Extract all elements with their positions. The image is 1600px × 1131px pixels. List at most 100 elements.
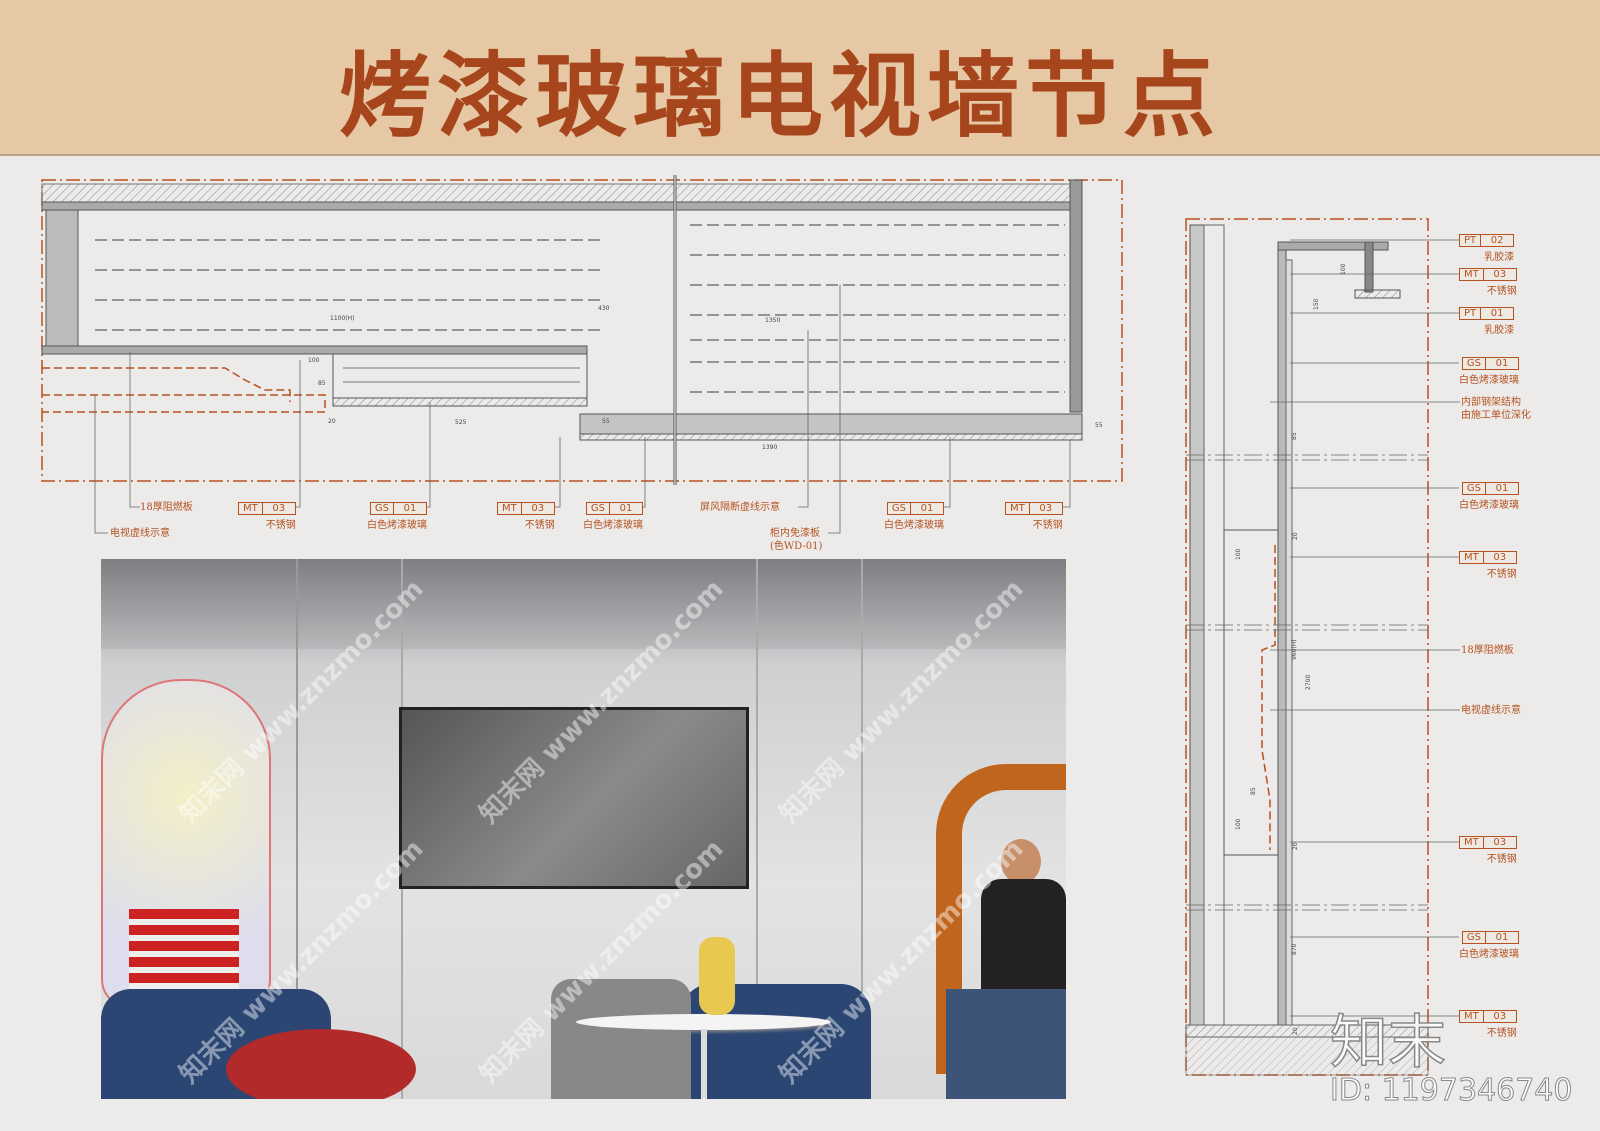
material-caption: 白色烤漆玻璃 <box>367 520 427 531</box>
material-caption: 不锈钢 <box>265 520 296 531</box>
dimension-label: 100 <box>1235 818 1242 830</box>
material-code: MT <box>1460 837 1484 848</box>
dimension-label: 2700 <box>1305 675 1312 690</box>
note-text-line2: 由施工单位深化 <box>1461 410 1531 421</box>
annotation-note: 内部钢架结构由施工单位深化 <box>1461 396 1531 422</box>
material-code: PT <box>1460 235 1482 246</box>
dimension-label: 55 <box>1095 422 1103 429</box>
page-title: 烤漆玻璃电视墙节点 <box>338 42 1221 150</box>
material-tag: MT 03 不锈钢 <box>1459 268 1517 297</box>
rendering-photo <box>101 559 1066 1099</box>
material-caption: 乳胶漆 <box>1484 325 1515 336</box>
material-code: GS <box>888 503 911 514</box>
material-number: 02 <box>1490 235 1504 246</box>
material-tag: MT 03 不锈钢 <box>1459 836 1517 865</box>
dimension-label: 85 <box>1250 787 1257 795</box>
note-text: 屏风隔断虚线示意 <box>700 502 780 513</box>
material-code: PT <box>1460 308 1482 319</box>
note-subtext: (色WD-01) <box>770 541 823 552</box>
material-code: MT <box>1460 269 1484 280</box>
note-text: 内部钢架结构 <box>1461 397 1521 408</box>
material-caption: 不锈钢 <box>1486 1028 1517 1039</box>
material-caption: 不锈钢 <box>1486 569 1517 580</box>
plan-boundary <box>41 179 1123 482</box>
material-code: GS <box>371 503 394 514</box>
annotation-note: 18厚阻燃板 <box>1461 644 1514 657</box>
annotation-note: 18厚阻燃板 <box>140 501 193 514</box>
material-tag: GS 01 白色烤漆玻璃 <box>1459 931 1519 960</box>
material-caption: 白色烤漆玻璃 <box>583 520 643 531</box>
material-tag: MT 03 不锈钢 <box>497 502 555 531</box>
dimension-label: 20 <box>328 418 336 425</box>
annotation-note: 柜内免漆板 (色WD-01) <box>770 527 822 553</box>
material-caption: 白色烤漆玻璃 <box>1459 500 1519 511</box>
note-text: 18厚阻燃板 <box>140 502 193 513</box>
material-number: 01 <box>403 503 417 514</box>
image-id: ID: 1197346740 <box>1329 1073 1573 1109</box>
material-code: MT <box>498 503 522 514</box>
dimension-label: 870 <box>1291 943 1298 955</box>
annotation-note: 电视虚线示意 <box>1461 704 1521 717</box>
material-caption: 不锈钢 <box>1486 854 1517 865</box>
material-caption: 白色烤漆玻璃 <box>1459 949 1519 960</box>
material-code: MT <box>1460 552 1484 563</box>
material-tag: MT 03 不锈钢 <box>1459 551 1517 580</box>
material-caption: 不锈钢 <box>524 520 555 531</box>
dimension-label: 1100(H) <box>330 315 354 322</box>
material-caption: 不锈钢 <box>1486 286 1517 297</box>
material-code: GS <box>1463 483 1486 494</box>
dimension-label: 1390 <box>762 444 777 451</box>
dimension-label: 1350 <box>765 317 780 324</box>
dimension-label: 20 <box>1292 1027 1299 1035</box>
material-number: 01 <box>619 503 633 514</box>
material-number: 03 <box>1493 552 1507 563</box>
material-number: 01 <box>1495 358 1509 369</box>
material-code: GS <box>1463 932 1486 943</box>
material-number: 03 <box>1493 269 1507 280</box>
material-code: MT <box>239 503 263 514</box>
material-tag: PT 01 乳胶漆 <box>1459 307 1515 336</box>
note-text: 电视虚线示意 <box>110 528 170 539</box>
material-caption: 乳胶漆 <box>1484 252 1515 263</box>
material-number: 01 <box>1495 932 1509 943</box>
dimension-label: 430 <box>598 305 610 312</box>
material-tag: GS 01 白色烤漆玻璃 <box>367 502 427 531</box>
ceiling <box>101 559 1066 649</box>
material-number: 01 <box>920 503 934 514</box>
red-stool <box>226 1029 416 1099</box>
material-code: MT <box>1006 503 1030 514</box>
round-table <box>576 1014 831 1030</box>
note-text: 电视虚线示意 <box>1461 705 1521 716</box>
material-caption: 白色烤漆玻璃 <box>1459 375 1519 386</box>
material-tag: GS 01 白色烤漆玻璃 <box>884 502 944 531</box>
material-number: 03 <box>531 503 545 514</box>
material-tag: MT 03 不锈钢 <box>238 502 296 531</box>
material-number: 01 <box>1490 308 1504 319</box>
material-number: 03 <box>1493 837 1507 848</box>
ceiling-hatch <box>41 183 1083 203</box>
dimension-label: 20 <box>1292 842 1299 850</box>
note-text: 18厚阻燃板 <box>1461 645 1514 656</box>
dimension-label: 960(H) <box>1291 639 1298 660</box>
annotation-note: 屏风隔断虚线示意 <box>700 501 780 514</box>
material-caption: 白色烤漆玻璃 <box>884 520 944 531</box>
annotation-note: 电视虚线示意 <box>110 527 170 540</box>
material-caption: 不锈钢 <box>1032 520 1063 531</box>
tv-screen <box>399 707 749 889</box>
yellow-vase <box>699 937 735 1015</box>
dimension-label: 100 <box>308 357 320 364</box>
material-number: 03 <box>1493 1011 1507 1022</box>
title-band <box>0 0 1600 156</box>
material-number: 03 <box>272 503 286 514</box>
material-tag: PT 02 乳胶漆 <box>1459 234 1515 263</box>
dimension-label: 85 <box>318 380 326 387</box>
note-text: 柜内免漆板 <box>770 528 820 539</box>
dimension-label: 525 <box>455 419 467 426</box>
